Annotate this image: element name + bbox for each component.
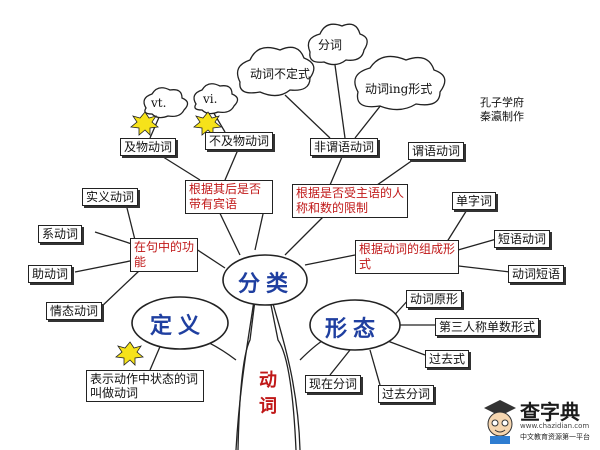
- criterion-object: 根据其后是否带有宾语: [185, 180, 273, 214]
- vt-cloud-label: vt.: [151, 96, 167, 110]
- watermark-name: 查字典: [520, 400, 580, 424]
- box-transitive: 及物动词: [120, 138, 177, 156]
- center-label: 分类: [238, 271, 295, 297]
- author-line-2: 秦瀛制作: [480, 110, 524, 123]
- criterion-subject: 根据是否受主语的人称和数的限制: [292, 184, 408, 218]
- infinitive-cloud-label: 动词不定式: [250, 67, 311, 81]
- watermark: 查字典 www.chazidian.com 中文教育资源第一平台: [480, 392, 600, 450]
- author-line-1: 孔子学府: [480, 96, 524, 109]
- cartoon-student-icon: [484, 400, 516, 444]
- trunk-label: 动词: [259, 370, 277, 417]
- box-modal: 情态动词: [46, 302, 103, 320]
- participle-cloud-label: 分词: [318, 38, 343, 52]
- box-phrasal: 短语动词: [494, 230, 551, 248]
- box-verb-phrase: 动词短语: [508, 265, 565, 283]
- box-present-participle: 现在分词: [305, 375, 362, 393]
- gerund-cloud-label: 动词ing形式: [365, 82, 433, 96]
- box-intransitive: 不及物动词: [205, 132, 274, 150]
- box-past-tense: 过去式: [425, 350, 470, 368]
- box-linking: 系动词: [38, 225, 83, 243]
- definition-label: 定义: [150, 313, 207, 339]
- definition-box: 表示动作中状态的词叫做动词: [86, 370, 204, 402]
- box-non-finite: 非谓语动词: [310, 138, 379, 156]
- criterion-sentence: 在句中的功能: [130, 238, 198, 272]
- box-notional: 实义动词: [82, 188, 139, 206]
- box-past-participle: 过去分词: [378, 385, 435, 403]
- box-finite: 谓语动词: [408, 142, 465, 160]
- watermark-slogan: 中文教育资源第一平台: [520, 433, 590, 441]
- box-third-person: 第三人称单数形式: [435, 318, 540, 336]
- vi-cloud-label: vi.: [203, 92, 218, 106]
- watermark-url: www.chazidian.com: [520, 422, 590, 430]
- criterion-composition: 根据动词的组成形式: [355, 240, 459, 274]
- form-label: 形态: [325, 316, 382, 342]
- box-base-form: 动词原形: [406, 290, 463, 308]
- box-auxiliary: 助动词: [28, 265, 73, 283]
- box-single: 单字词: [452, 192, 497, 210]
